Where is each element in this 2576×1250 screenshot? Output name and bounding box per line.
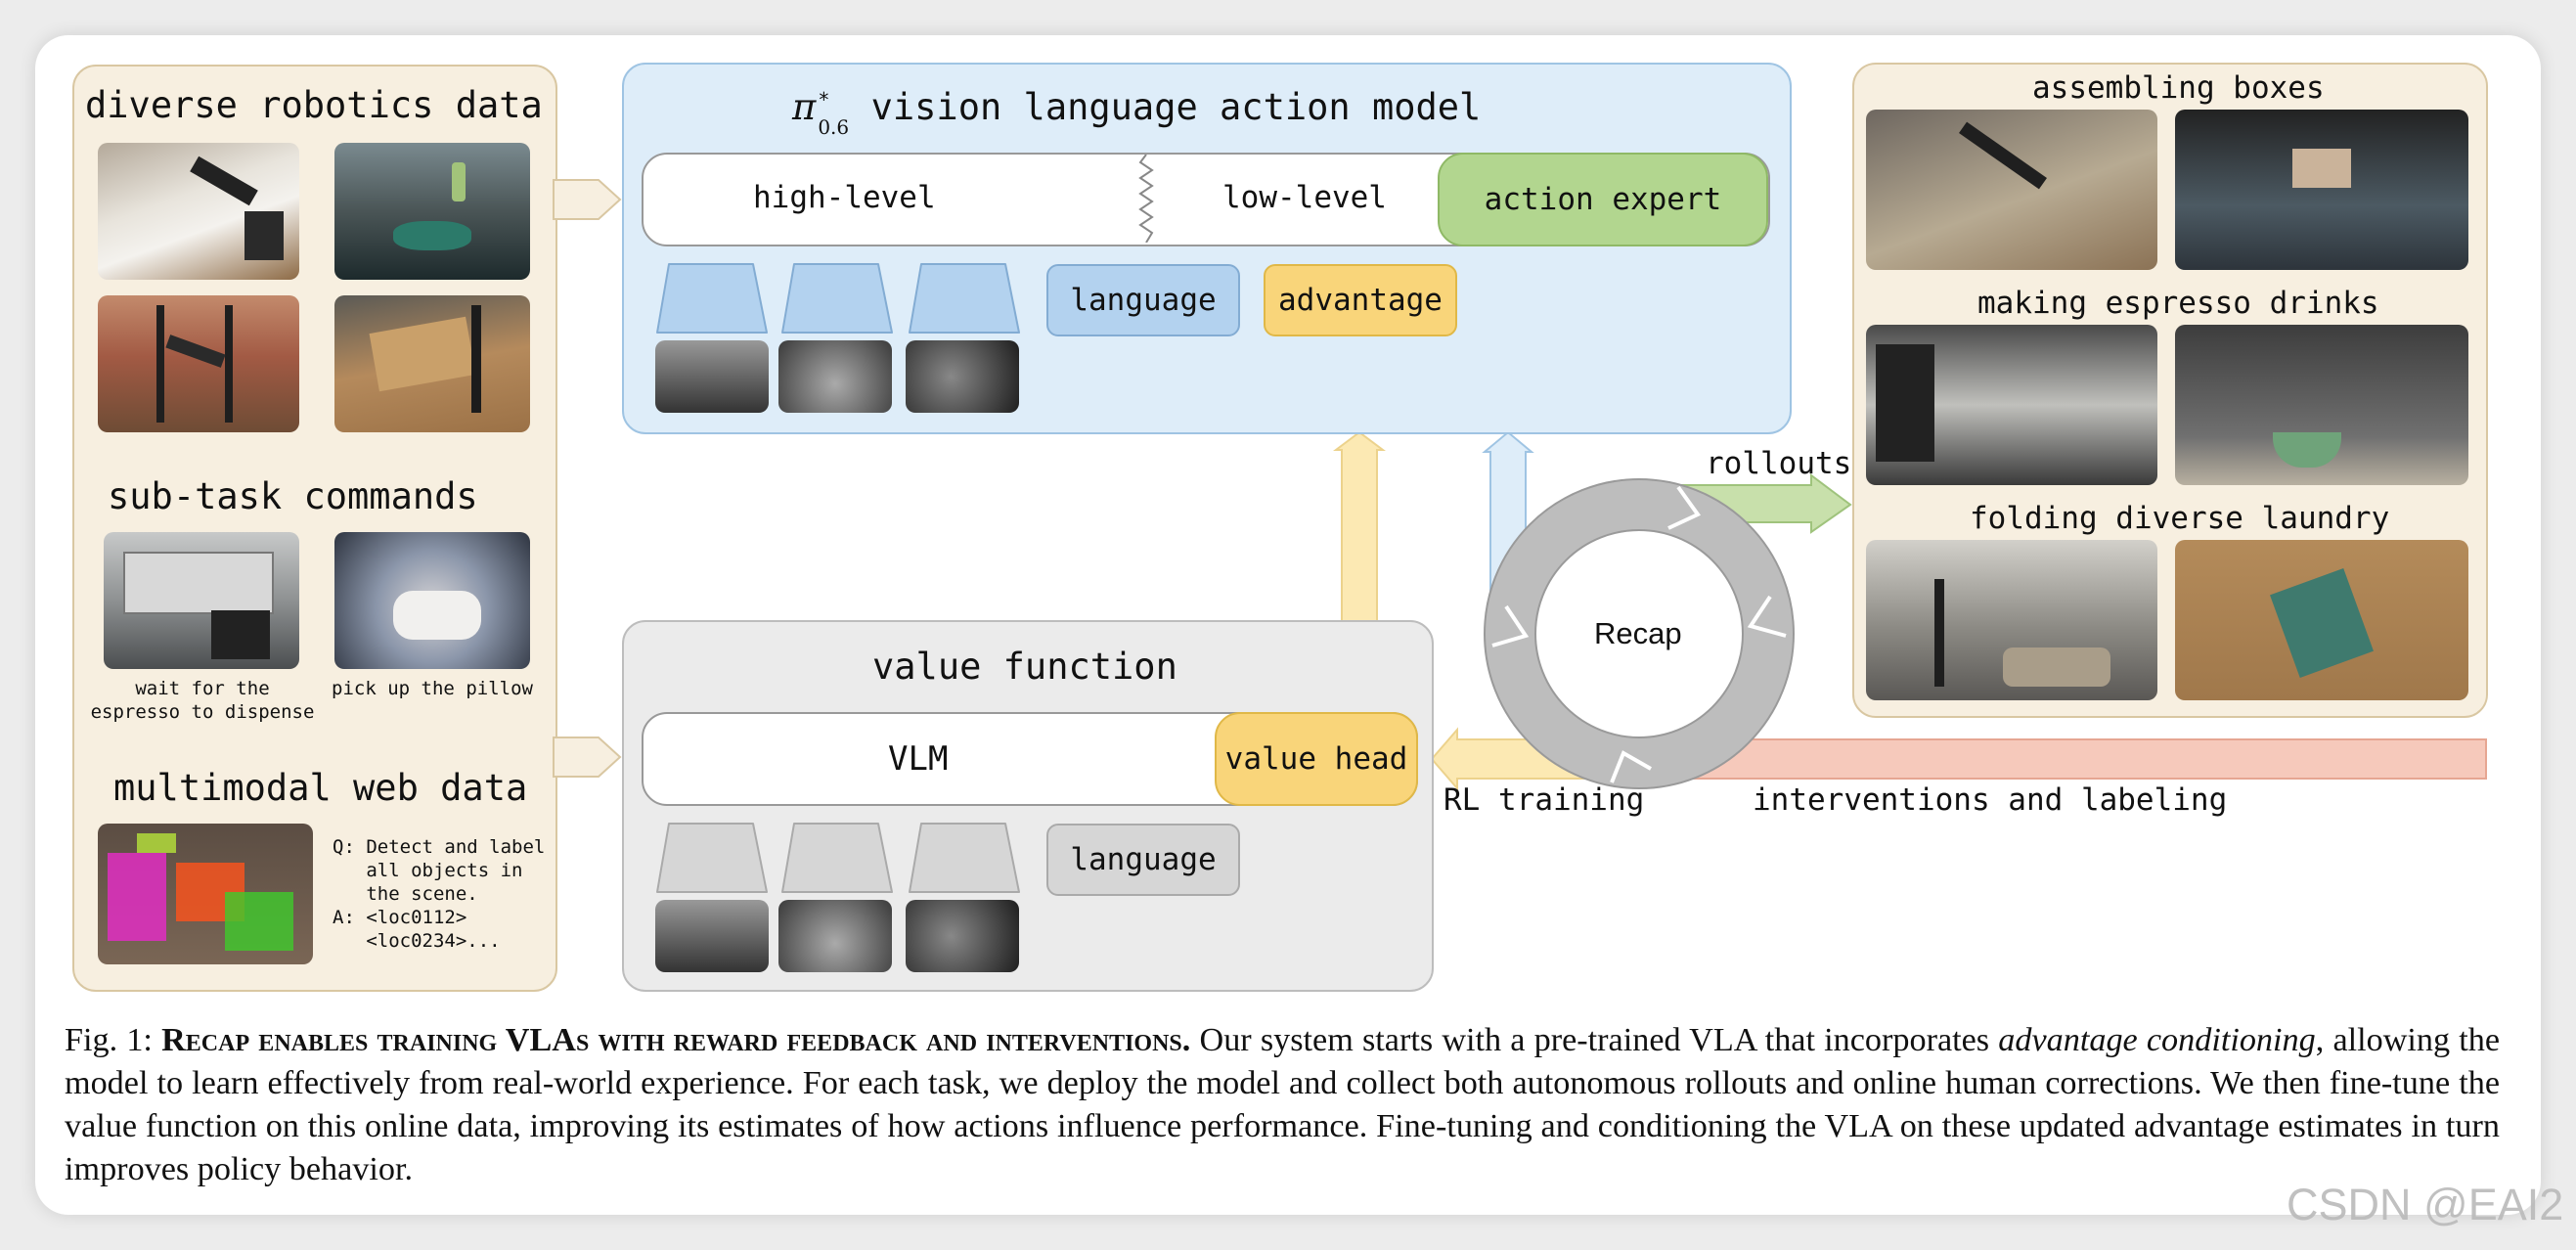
- rollouts-label: rollouts: [1706, 446, 1851, 481]
- interventions-bar: [1653, 739, 2486, 779]
- camera-view-3: [906, 900, 1019, 972]
- image-token-shape: [657, 824, 767, 892]
- recap-label: Recap: [1594, 616, 1682, 651]
- task-title-laundry: folding diverse laundry: [1970, 501, 2389, 536]
- pi-symbol: π: [792, 86, 816, 128]
- divider-zigzag: [1134, 155, 1158, 243]
- data-to-value-arrow: [554, 737, 620, 777]
- caption-emphasis: advantage conditioning: [1998, 1022, 2315, 1058]
- value-image-tokens: [655, 822, 1027, 896]
- image-token-shape: [782, 824, 892, 892]
- boxes-photo-2: [2175, 110, 2468, 270]
- caption-part1: Our system starts with a pre-trained VLA…: [1200, 1022, 1990, 1058]
- camera-view-2: [778, 340, 892, 413]
- camera-view-1: [655, 900, 769, 972]
- advantage-token: advantage: [1264, 264, 1457, 336]
- watermark: CSDN @EAI2: [2287, 1180, 2563, 1230]
- action-expert-block: action expert: [1438, 153, 1768, 246]
- image-token-shape: [657, 264, 767, 333]
- figure-caption: Fig. 1: Recap enables training VLAs with…: [65, 1019, 2500, 1191]
- interventions-label: interventions and labeling: [1753, 782, 2227, 818]
- high-level-label: high-level: [753, 180, 936, 215]
- camera-view-3: [906, 340, 1019, 413]
- data-to-vla-arrow: [554, 180, 620, 219]
- value-head-block: value head: [1215, 712, 1418, 806]
- task-title-espresso: making espresso drinks: [1977, 286, 2379, 321]
- camera-view-1: [655, 340, 769, 413]
- language-token-vla: language: [1046, 264, 1240, 336]
- rl-training-label: RL training: [1443, 782, 1644, 818]
- low-level-label: low-level: [1222, 180, 1387, 215]
- value-to-vla-arrow: [1336, 432, 1383, 622]
- espresso-photo-2: [2175, 325, 2468, 485]
- caption-bold-title: Recap enables training VLAs with reward …: [161, 1022, 1190, 1058]
- vlm-label: VLM: [888, 739, 948, 779]
- image-token-shape: [910, 824, 1019, 892]
- pi-sup: *: [818, 88, 829, 112]
- camera-view-2: [778, 900, 892, 972]
- figure-label: Fig. 1:: [65, 1022, 153, 1058]
- vla-image-tokens: [655, 262, 1027, 336]
- value-function-title: value function: [872, 646, 1177, 688]
- espresso-photo-1: [1866, 325, 2157, 485]
- task-title-boxes: assembling boxes: [2032, 70, 2325, 106]
- vla-title: π*0.6 vision language action model: [792, 86, 1481, 128]
- boxes-photo-1: [1866, 110, 2157, 270]
- vla-title-text: vision language action model: [871, 86, 1482, 128]
- pi-sub: 0.6: [818, 115, 849, 139]
- image-token-shape: [910, 264, 1019, 333]
- language-token-value: language: [1046, 824, 1240, 896]
- image-token-shape: [782, 264, 892, 333]
- laundry-photo-2: [2175, 540, 2468, 700]
- laundry-photo-1: [1866, 540, 2157, 700]
